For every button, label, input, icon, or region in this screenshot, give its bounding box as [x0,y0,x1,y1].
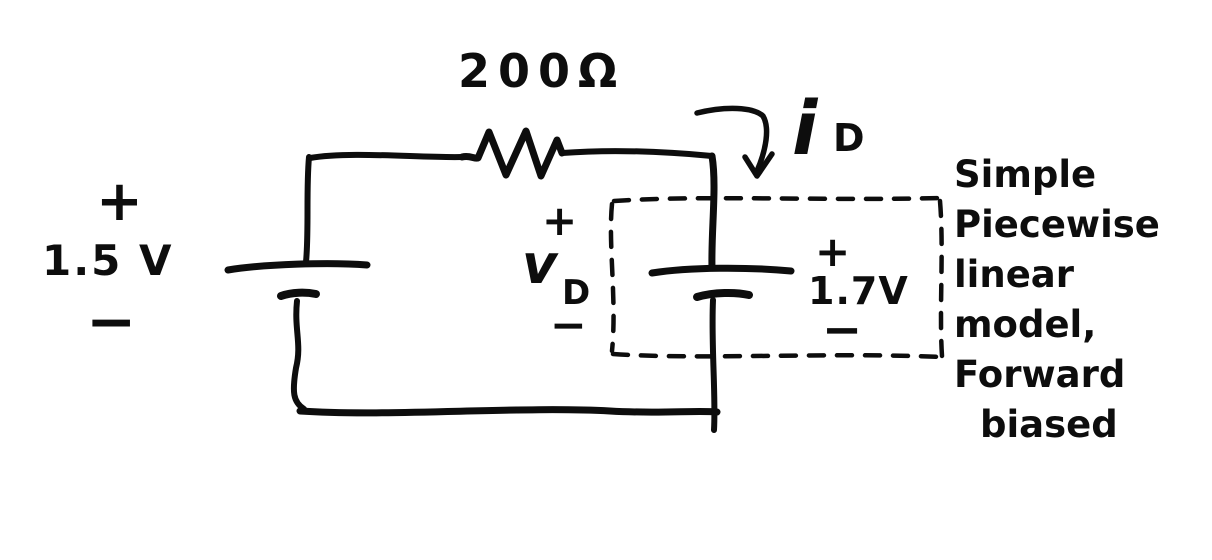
current-direction-arrow [694,105,770,174]
wire-top-left [307,151,465,161]
model-source-minus-sign: − [822,302,863,358]
annotation-line-5: Forward [954,353,1126,396]
current-arrowhead-icon [742,151,775,179]
battery-1v7-long-plate [648,264,795,277]
model-annotation: Simple Piecewise linear model, Forward b… [954,150,1160,450]
model-box-top-edge [611,195,943,204]
wire-right-lower [709,297,718,433]
battery-1v5-short-plate [277,288,320,300]
annotation-line-6: biased [980,403,1118,446]
resistor-zigzag [458,127,566,180]
model-source-plus-sign: + [815,227,851,276]
model-box-right-edge [937,198,945,359]
source-value-label: 1.5 V [42,236,174,285]
diode-current-symbol: i [792,86,818,172]
model-source-value-label: 1.7V [808,269,909,313]
source-minus-sign: − [86,287,137,357]
diode-voltage-minus-sign: − [550,300,587,351]
wire-left-upper [303,154,312,265]
source-plus-sign: + [96,169,143,234]
annotation-line-1: Simple [954,153,1097,196]
annotation-line-3: linear [954,253,1075,296]
diode-voltage-plus-sign: + [542,196,578,245]
model-box-left-edge [608,201,616,354]
battery-1v5-long-plate [224,260,371,274]
resistor-value-label: 200Ω [458,44,626,98]
wire-right-upper [708,152,718,272]
battery-1v7-short-plate [693,288,753,301]
wire-top-right [559,148,715,159]
annotation-line-4: model, [954,303,1097,346]
model-box-bottom-edge [610,351,944,360]
diode-voltage-symbol: v [522,233,558,296]
annotation-line-2: Piecewise [954,203,1160,246]
diode-current-subscript: D [833,116,865,160]
wire-left-lower [290,298,307,412]
diode-voltage-subscript: D [562,273,591,313]
wire-bottom [296,406,721,417]
